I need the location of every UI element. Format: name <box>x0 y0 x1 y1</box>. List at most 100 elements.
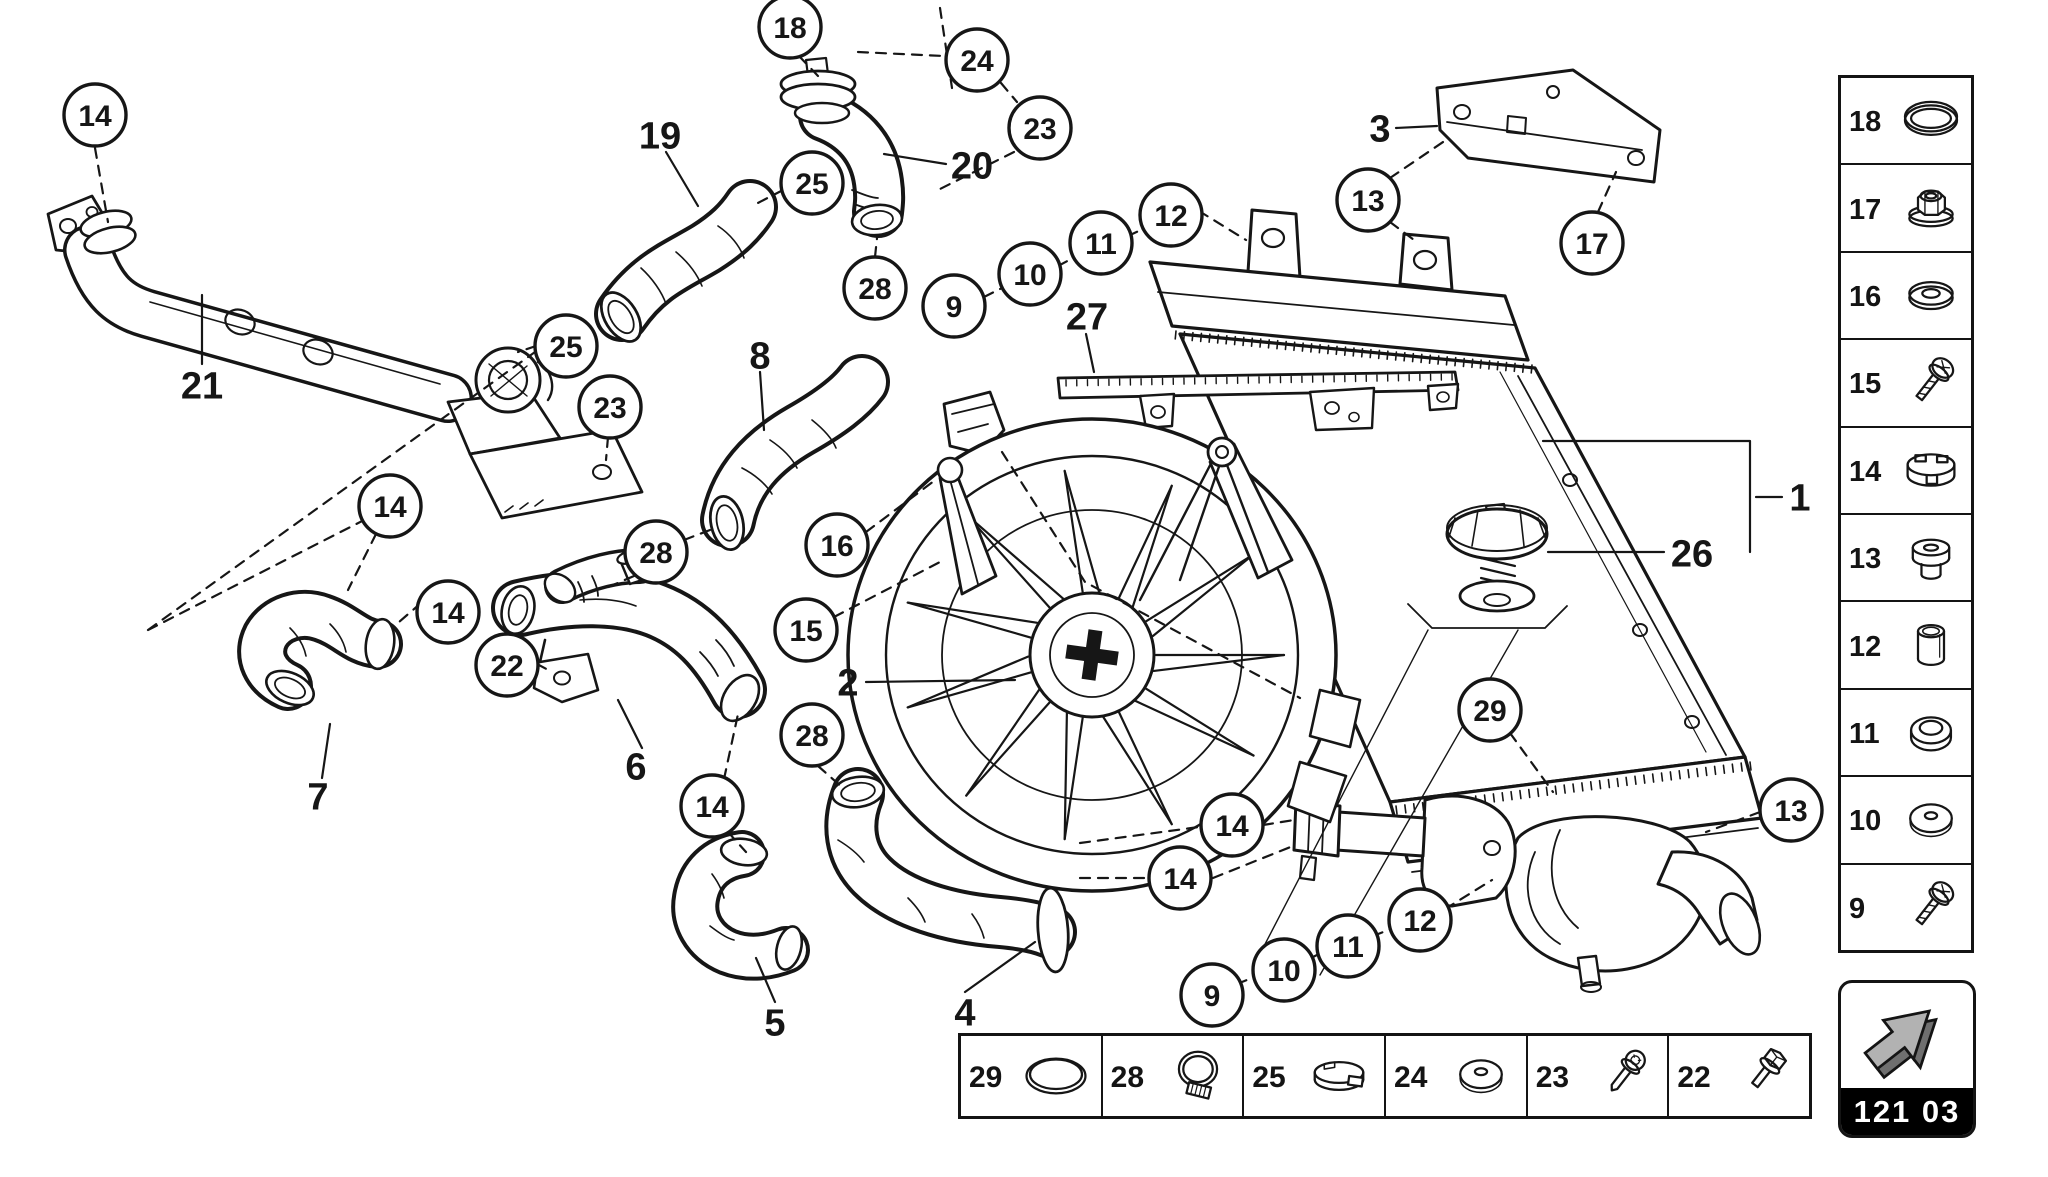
svg-text:13: 13 <box>1774 795 1807 828</box>
callout-circle-12[interactable]: 12 <box>1387 887 1453 953</box>
callout-circle-14[interactable]: 14 <box>415 579 481 645</box>
callout-circle-25[interactable]: 25 <box>779 150 845 216</box>
svg-text:25: 25 <box>795 168 828 201</box>
callout-circle-14[interactable]: 14 <box>357 473 423 539</box>
hose-part-4 <box>824 767 1077 974</box>
water-manifold-part-6 <box>491 548 767 723</box>
callout-circle-24[interactable]: 24 <box>944 27 1010 93</box>
legend-item-23[interactable]: 23 <box>1525 1036 1668 1116</box>
svg-text:29: 29 <box>1473 695 1506 728</box>
callout-circle-11[interactable]: 11 <box>1068 210 1134 276</box>
part-label-8: 8 <box>749 336 770 378</box>
callout-circle-28[interactable]: 28 <box>623 519 689 585</box>
part-label-3: 3 <box>1369 109 1390 151</box>
disc-washer-icon <box>1436 1043 1526 1109</box>
legend-item-number: 28 <box>1110 1061 1145 1094</box>
callout-circle-13[interactable]: 13 <box>1335 167 1401 233</box>
svg-text:23: 23 <box>1023 113 1056 146</box>
sleeve-icon <box>1891 612 1971 678</box>
callout-circle-18[interactable]: 18 <box>757 0 823 60</box>
legend-item-10[interactable]: 10 <box>1841 775 1971 863</box>
svg-text:10: 10 <box>1267 955 1300 988</box>
band-clamp-icon <box>1294 1043 1384 1109</box>
seal-ring-large-icon <box>1011 1043 1101 1109</box>
callout-circle-25[interactable]: 25 <box>533 313 599 379</box>
legend-item-number: 24 <box>1394 1061 1428 1094</box>
legend-item-number: 12 <box>1849 630 1882 663</box>
legend-item-25[interactable]: 25 <box>1242 1036 1385 1116</box>
svg-text:12: 12 <box>1403 905 1436 938</box>
legend-item-number: 16 <box>1849 281 1882 314</box>
svg-text:14: 14 <box>431 597 465 630</box>
page-code-box[interactable]: 121 03 <box>1838 980 1976 1138</box>
filler-neck-part-20 <box>779 56 906 238</box>
part-label-6: 6 <box>625 747 646 789</box>
mounting-bracket-part-3 <box>1435 68 1662 184</box>
svg-text:10: 10 <box>1013 259 1046 292</box>
legend-item-16[interactable]: 16 <box>1841 250 1971 339</box>
svg-text:14: 14 <box>695 791 729 824</box>
callout-circle-10[interactable]: 10 <box>1251 937 1317 1003</box>
callout-circle-14[interactable]: 14 <box>679 773 745 839</box>
legend-item-11[interactable]: 11 <box>1841 687 1971 776</box>
legend-item-22[interactable]: 22 <box>1667 1036 1810 1116</box>
callout-circle-17[interactable]: 17 <box>1559 210 1625 276</box>
legend-item-28[interactable]: 28 <box>1100 1036 1243 1116</box>
callout-circle-9[interactable]: 9 <box>1179 962 1245 1028</box>
step-grommet-icon <box>1891 525 1971 591</box>
legend-item-18[interactable]: 18 <box>1841 78 1971 164</box>
callout-circle-23[interactable]: 23 <box>577 374 643 440</box>
legend-item-9[interactable]: 9 <box>1841 862 1971 951</box>
part-label-20: 20 <box>951 146 993 188</box>
callout-circle-14[interactable]: 14 <box>1199 792 1265 858</box>
callout-circle-14[interactable]: 14 <box>62 82 128 148</box>
part-label-26: 26 <box>1671 534 1713 576</box>
callout-circle-13[interactable]: 13 <box>1758 777 1824 843</box>
flange-nut-icon <box>1891 175 1971 241</box>
hose-part-8 <box>700 354 890 552</box>
part-label-1: 1 <box>1789 478 1810 520</box>
coolant-pipe-part-21 <box>46 194 644 520</box>
legend-item-29[interactable]: 29 <box>961 1036 1101 1116</box>
callout-circle-14[interactable]: 14 <box>1147 845 1213 911</box>
hose-part-7 <box>237 589 403 711</box>
part-label-2: 2 <box>837 663 858 705</box>
legend-item-24[interactable]: 24 <box>1384 1036 1526 1116</box>
svg-text:11: 11 <box>1085 228 1117 261</box>
callout-circle-9[interactable]: 9 <box>921 273 987 339</box>
callout-circle-15[interactable]: 15 <box>773 597 839 663</box>
cooling-fan-part-2 <box>846 417 1362 893</box>
pan-screw-icon <box>1891 874 1971 940</box>
legend-item-14[interactable]: 14 <box>1841 425 1971 514</box>
callout-circle-23[interactable]: 23 <box>1007 95 1073 161</box>
callout-circle-11[interactable]: 11 <box>1315 913 1381 979</box>
torx-screw-icon <box>1578 1043 1668 1109</box>
callout-circle-10[interactable]: 10 <box>997 241 1063 307</box>
callout-circle-29[interactable]: 29 <box>1457 677 1523 743</box>
hose-part-5 <box>671 830 810 981</box>
legend-item-number: 17 <box>1849 193 1882 226</box>
callout-circle-12[interactable]: 12 <box>1138 182 1204 248</box>
svg-text:28: 28 <box>795 720 828 753</box>
legend-item-17[interactable]: 17 <box>1841 163 1971 251</box>
svg-text:12: 12 <box>1154 200 1187 233</box>
legend-item-number: 25 <box>1252 1061 1286 1094</box>
part-label-19: 19 <box>639 116 681 158</box>
part-label-5: 5 <box>764 1003 785 1045</box>
callout-circle-16[interactable]: 16 <box>804 512 870 578</box>
legend-item-number: 23 <box>1535 1061 1570 1094</box>
callout-circle-28[interactable]: 28 <box>842 255 908 321</box>
legend-item-15[interactable]: 15 <box>1841 338 1971 426</box>
svg-text:14: 14 <box>1215 810 1249 843</box>
part-label-21: 21 <box>181 366 223 408</box>
svg-text:15: 15 <box>789 615 822 648</box>
thick-ring-icon <box>1891 700 1971 766</box>
legend-item-13[interactable]: 13 <box>1841 513 1971 601</box>
svg-text:14: 14 <box>373 491 407 524</box>
callout-circle-22[interactable]: 22 <box>474 632 540 698</box>
callout-circle-28[interactable]: 28 <box>779 702 845 768</box>
legend-item-12[interactable]: 12 <box>1841 600 1971 688</box>
svg-text:11: 11 <box>1332 931 1364 964</box>
clamp-ring-icon <box>1891 437 1971 503</box>
